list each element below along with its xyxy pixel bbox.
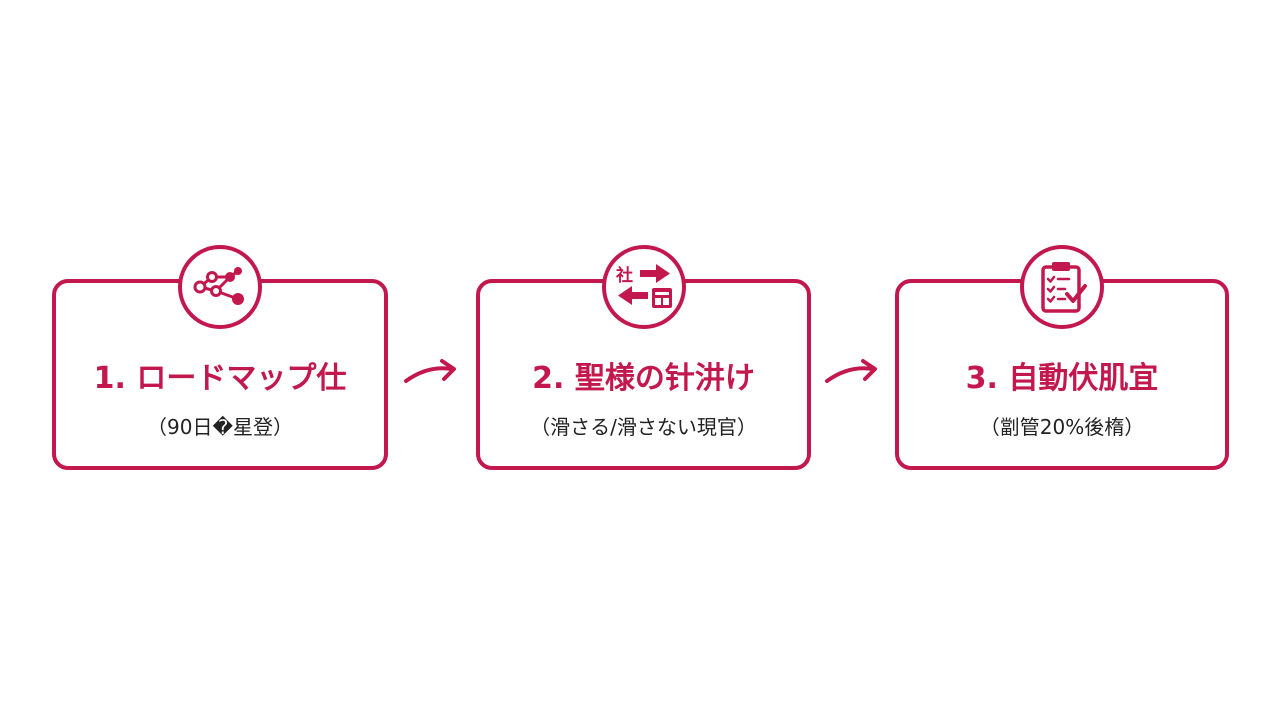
step-3-title: 3. 自動伏肌宜 (965, 361, 1159, 396)
step-card-3: 3. 自動伏肌宜 （劏管20%後楕） (895, 245, 1229, 470)
step-2-title: 2. 聖様の针汫け (532, 361, 755, 396)
step-card-2: 社 2. 聖様の针汫け （滑さる/滑さない現官） (476, 245, 811, 470)
step-card-1: 1. ロードマップ仕 （90日�星登） (52, 245, 388, 470)
step-1-title: 1. ロードマップ仕 (93, 361, 347, 396)
transfer-arrows-icon: 社 (615, 264, 672, 308)
step-1-subtitle: （90日�星登） (147, 415, 293, 439)
step-3-subtitle: （劏管20%後楕） (979, 415, 1145, 439)
step-2-icon-badge: 社 (601, 245, 686, 329)
step-3-icon-badge (1020, 245, 1104, 329)
step-1-icon-badge (178, 245, 262, 329)
step-2-subtitle: （滑さる/滑さない現官） (530, 415, 757, 439)
arrow-right-icon (825, 359, 877, 383)
arrow-right-icon (404, 359, 456, 383)
clipboard-checklist-icon (1041, 262, 1087, 313)
network-nodes-icon (193, 267, 244, 305)
step-2-icon-glyph: 社 (615, 265, 633, 286)
